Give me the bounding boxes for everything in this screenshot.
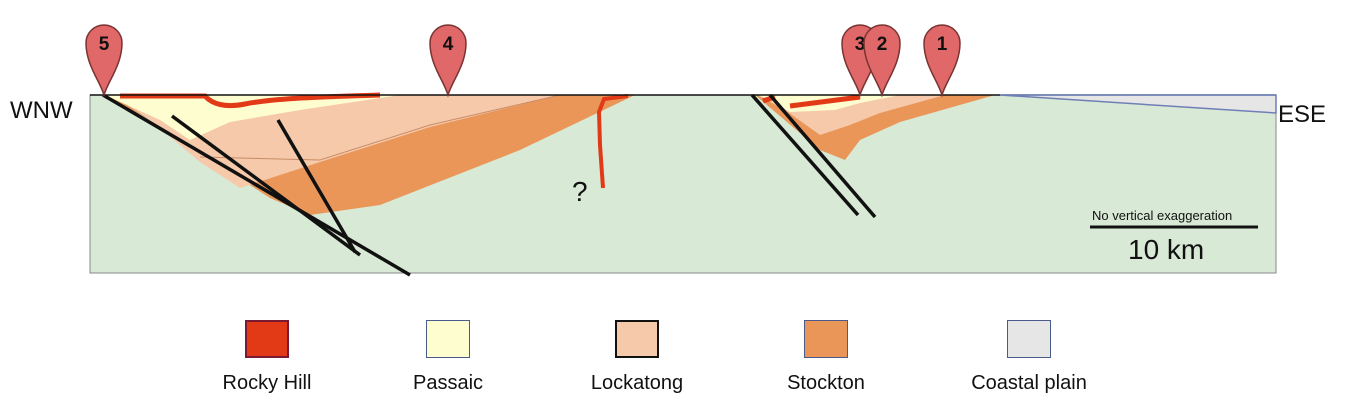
legend-swatch	[245, 320, 289, 358]
fault-line	[750, 93, 860, 217]
marker-number: 3	[855, 34, 866, 55]
legend-swatch	[804, 320, 848, 358]
direction-label-east: ESE	[1278, 101, 1326, 128]
passaic-unit-west	[105, 95, 400, 140]
unknown-depth-mark: ?	[572, 176, 588, 207]
marker-number: 2	[877, 34, 888, 55]
lockatong-contact-west	[199, 94, 561, 161]
map-pin-icon	[863, 24, 901, 98]
fault-line	[768, 93, 877, 219]
scale-note: No vertical exaggeration	[1092, 208, 1232, 223]
marker-number: 1	[937, 34, 948, 55]
legend-item-rocky-hill: Rocky Hill	[187, 320, 347, 395]
fault-line	[102, 93, 411, 277]
fault-line	[170, 114, 362, 257]
marker-number: 5	[99, 34, 110, 55]
rocky-hill-dike	[596, 94, 629, 189]
legend-item-passaic: Passaic	[368, 320, 528, 395]
legend-label: Stockton	[787, 372, 865, 394]
legend-swatch	[426, 320, 470, 358]
marker-5: 5	[85, 24, 123, 98]
direction-label-west: WNW	[10, 97, 73, 124]
scale-label: 10 km	[1128, 234, 1204, 265]
marker-number: 4	[443, 34, 454, 55]
legend-label: Coastal plain	[971, 372, 1087, 394]
fault-line	[276, 119, 357, 253]
marker-4: 4	[429, 24, 467, 98]
legend-swatch	[615, 320, 659, 358]
legend-item-lockatong: Lockatong	[557, 320, 717, 395]
map-pin-icon	[923, 24, 961, 98]
legend-label: Rocky Hill	[222, 372, 312, 394]
legend-item-coastal-plain: Coastal plain	[949, 320, 1109, 395]
legend-label: Lockatong	[590, 372, 684, 394]
legend-item-stockton: Stockton	[746, 320, 906, 395]
legend-swatch	[1007, 320, 1051, 358]
marker-1: 1	[923, 24, 961, 98]
legend-label: Passaic	[412, 372, 484, 394]
cross-section-diagram: WNW ESE ? No vertical exaggeration 10 km…	[10, 24, 1326, 277]
map-pin-icon	[85, 24, 123, 98]
faults	[102, 93, 877, 277]
marker-2: 2	[863, 24, 901, 98]
map-pin-icon	[429, 24, 467, 98]
rocky-hill-sill-west	[120, 92, 381, 109]
